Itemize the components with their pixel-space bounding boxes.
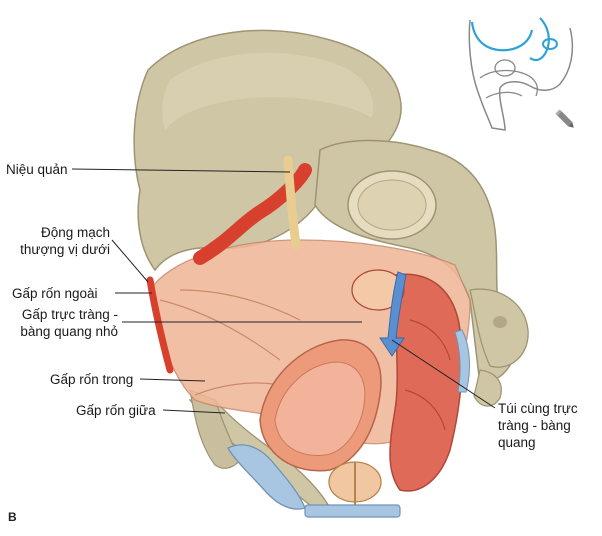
rectum-fold-1: [409, 319, 451, 361]
label-gap-truc-trang: Gấp trực tràng - bàng quang nhỏ: [20, 307, 118, 339]
leader-nieu-quan: [71, 168, 291, 173]
ureter: [283, 155, 301, 250]
thumb-highlight-2: [529, 17, 550, 62]
sacral-foramen: [493, 316, 507, 328]
inferior-epigastric-artery: [193, 163, 312, 265]
leader-lines: [71, 168, 496, 414]
leader-tui-cung: [391, 339, 496, 409]
orientation-thumbnail: [468, 17, 574, 131]
label-dong-mach: Động mạch thượng vị dưới: [20, 225, 110, 257]
thumb-outline: [468, 19, 574, 131]
coccyx: [473, 369, 502, 407]
thumb-bladder: [494, 59, 516, 77]
label-gap-ron-giua: Gấp rốn giữa: [76, 403, 156, 418]
sacral-lobe: [469, 288, 529, 368]
thumb-inner-1: [479, 69, 539, 97]
rectum-fold-2: [404, 389, 446, 431]
panel-letter: B: [8, 510, 17, 524]
peritoneum-fold-3: [194, 382, 281, 396]
ilium-fossa: [162, 52, 374, 130]
vertebral-body-inner: [357, 179, 427, 231]
leader-dong-mach: [111, 239, 149, 283]
thumb-highlight: [470, 21, 534, 52]
label-gap-ron-trong: Gấp rốn trong: [50, 372, 134, 387]
rectum: [389, 273, 463, 492]
pouch-arrow: [379, 271, 407, 357]
leader-gap-ron-trong: [139, 378, 206, 382]
peritoneum-fold-2: [179, 289, 301, 321]
pencil-icon: [555, 109, 574, 128]
label-tui-cung: Túi cùng trực tràng - bàng quang: [498, 401, 578, 450]
rectum-lumen: [351, 269, 405, 311]
cartilage-base: [304, 504, 401, 518]
label-gap-ron-ngoai: Gấp rốn ngoài: [12, 286, 98, 301]
sacral-cartilage: [454, 329, 470, 393]
bladder-inner: [274, 361, 366, 456]
label-nieu-quan: Niệu quản: [6, 162, 68, 177]
thumb-inner-2: [485, 91, 523, 99]
pubic-bone-left: [189, 389, 241, 469]
thumb-highlight-ring: [542, 38, 558, 50]
leader-gap-ron-giua: [162, 409, 226, 414]
inferior-epigastric-artery-branch: [146, 276, 174, 374]
